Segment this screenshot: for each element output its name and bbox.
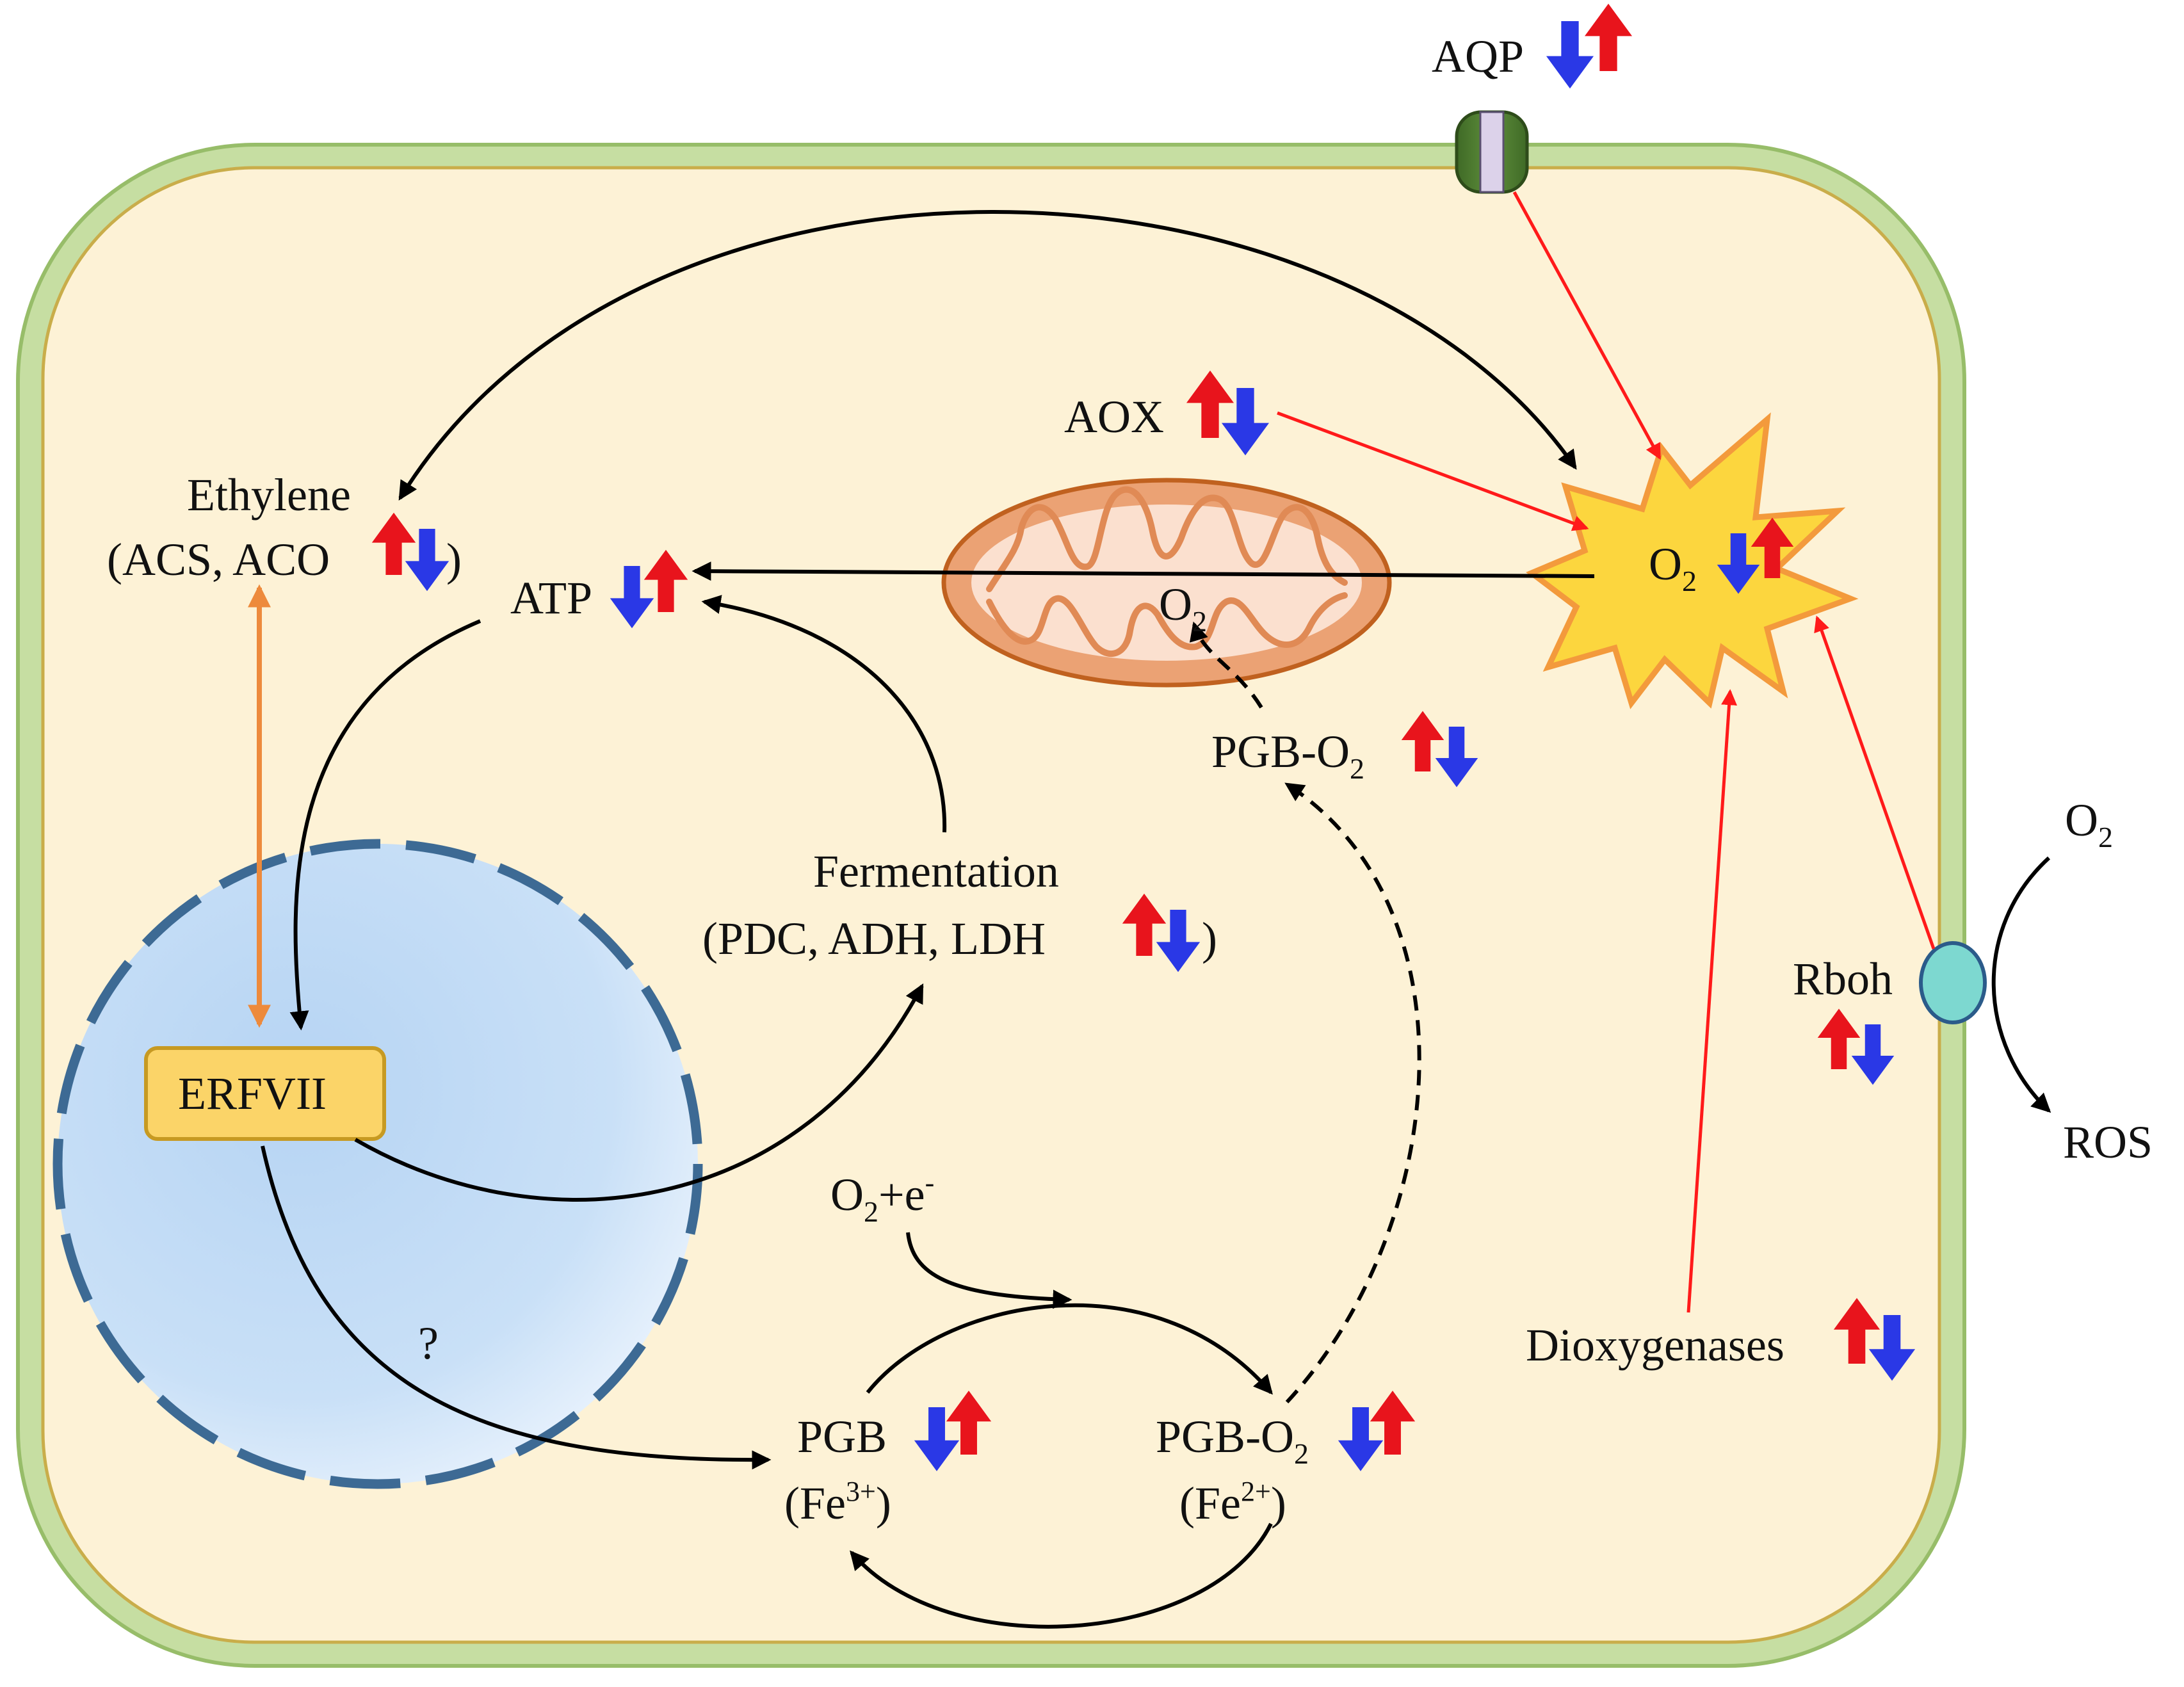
pool-o2-label: O2 [1649,538,1697,597]
black-arrows [261,210,2051,1629]
arrow-erfvii-to-pgb [261,1145,772,1470]
text-labels: AQP AOX Ethylene (ACS, ACO ) ATP O2 O2 P… [107,31,2153,1529]
o2e-sup: - [925,1167,935,1199]
o2e-base: O [830,1169,864,1220]
fermentation-label: Fermentation [813,846,1059,897]
ethylene-label: Ethylene [187,469,351,521]
pgb-fe3-open: (Fe [784,1478,846,1529]
pgbo2-fe2-sup: 2+ [1241,1476,1271,1507]
erfvii-box [144,1046,386,1141]
dioxygenases-label: Dioxygenases [1526,1320,1784,1371]
arrow-pgbo2-to-pgbo2-upper [1284,782,1421,1404]
erfvii-label: ERFVII [178,1068,327,1119]
pgb-fe3-close: ) [876,1478,891,1529]
arrow-rboh-to-o2 [1814,615,1936,949]
dashed-arrows [1189,621,1421,1404]
pgb-label: PGB [797,1411,887,1462]
pgb-fe3-sup: 3+ [846,1476,876,1507]
outside-o2-sub: 2 [2098,821,2113,853]
o2e-plus: +e [878,1169,925,1220]
aqp-label: AQP [1432,31,1524,82]
arrow-aox-to-o2 [1277,411,1589,531]
nucleus [53,839,703,1489]
red-arrows [1277,191,1936,1313]
ethylene-close-paren: ) [446,534,462,585]
pgbo2-lower-sub: 2 [1294,1437,1309,1470]
arrow-pgbo2-to-mito-o2 [1189,621,1263,709]
pgbo2-fe2-close: ) [1271,1478,1286,1529]
pgbo2-lower-base: PGB-O [1156,1411,1294,1462]
pgbo2-upper-label: PGB-O2 [1211,726,1364,785]
outside-o2-label: O2 [2065,795,2113,853]
pool-o2-base: O [1649,538,1682,590]
arrow-pgb-to-pgbo2 [866,1303,1273,1395]
pool-o2-sub: 2 [1682,565,1697,597]
fermentation-close-paren: ) [1202,913,1217,964]
aox-label: AOX [1064,391,1164,442]
up-arrow-icon [1584,3,1633,72]
mito-o2-label: O2 [1159,579,1207,638]
ethylene-genes-label: (ACS, ACO [107,534,330,585]
mito-o2-sub: 2 [1192,605,1207,638]
atp-label: ATP [510,572,592,624]
aqp-regulation [1546,3,1633,89]
arrow-atp-to-erfvii [289,619,481,1031]
o2e-label: O2+e- [830,1167,934,1228]
pgbo2-upper-sub: 2 [1350,752,1364,785]
pgbo2-fe2-open: (Fe [1179,1478,1241,1529]
o2e-sub: 2 [864,1195,878,1228]
arrow-o2-to-ethylene [398,210,1577,501]
rboh-protein-icon [1919,941,1987,1024]
ros-label: ROS [2063,1117,2153,1168]
mitochondrion-icon [941,478,1392,688]
pgbo2-lower-label: PGB-O2 [1156,1411,1309,1470]
arrow-o2-to-ros [1991,856,2051,1113]
pgb-fe3-label: (Fe3+) [784,1476,891,1529]
mito-o2-base: O [1159,579,1192,630]
unknown-link-label: ? [418,1318,439,1369]
pgbo2-upper-base: PGB-O [1211,726,1350,777]
arrow-o2-to-atp [692,561,1595,581]
starburst-icon [1526,412,1859,709]
arrow-o2e-to-cycle [906,1232,1072,1309]
outside-o2-base: O [2065,795,2098,846]
aquaporin-channel-icon [1455,110,1529,194]
arrow-aqp-to-o2 [1512,191,1662,460]
arrow-fermentation-to-atp [701,595,947,833]
pgbo2-fe2-label: (Fe2+) [1179,1476,1286,1529]
fermentation-genes-label: (PDC, ADH, LDH [702,913,1046,964]
arrow-pgbo2-to-pgb [850,1522,1273,1629]
arrow-erfvii-to-fermentation [354,983,924,1202]
down-arrow-icon [1546,21,1594,89]
arrow-dioxygenases-to-o2 [1687,689,1738,1313]
rboh-label: Rboh [1793,953,1893,1005]
